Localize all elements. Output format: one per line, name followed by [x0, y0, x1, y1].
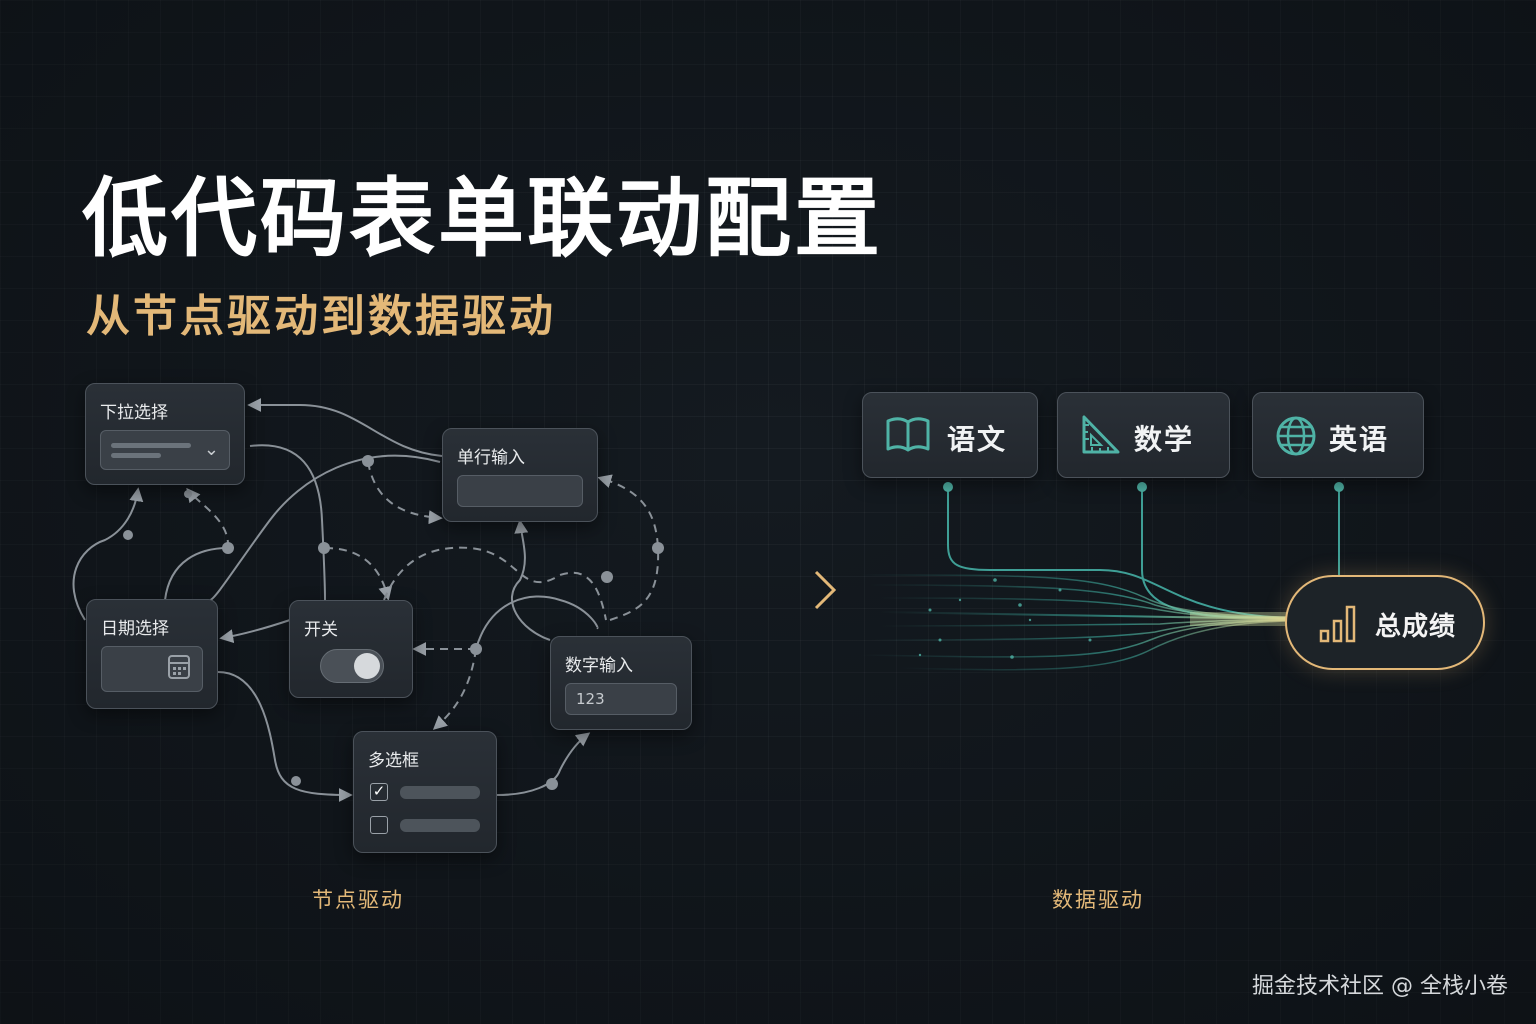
wire	[249, 444, 326, 601]
dropdown-select[interactable]: ⌄	[100, 430, 230, 470]
total-score[interactable]: 总成绩	[1285, 575, 1485, 670]
bar-chart-icon	[1319, 605, 1356, 643]
chevron-down-icon: ⌄	[203, 439, 219, 460]
node-multi-select[interactable]: 多选框 ✓	[353, 731, 497, 853]
option-bar	[400, 819, 480, 832]
calendar-icon	[168, 655, 190, 679]
node-dropdown[interactable]: 下拉选择 ⌄	[85, 383, 245, 485]
subject-math[interactable]: 数学	[1057, 392, 1230, 478]
wire	[219, 619, 291, 644]
wire-joint	[123, 530, 133, 540]
wire-joint	[318, 542, 330, 554]
caption-node-driven: 节点驱动	[312, 888, 404, 912]
total-label: 总成绩	[1375, 612, 1457, 642]
globe-icon	[1276, 416, 1316, 456]
wire	[186, 487, 230, 549]
wire	[217, 671, 353, 802]
book-icon	[886, 417, 930, 452]
checkbox-unchecked[interactable]	[370, 816, 388, 834]
number-field[interactable]: 123	[565, 683, 677, 715]
single-line-field[interactable]	[457, 475, 583, 507]
wire	[510, 519, 551, 641]
wire	[164, 547, 229, 601]
wire-joint	[470, 643, 482, 655]
subject-label: 数学	[1134, 423, 1195, 456]
subject-label: 语文	[947, 423, 1008, 456]
subject-label: 英语	[1329, 423, 1390, 456]
wire-joint	[362, 455, 374, 467]
wire-joint	[184, 490, 192, 498]
wire-joint	[601, 571, 613, 583]
wire-joint	[291, 776, 301, 786]
wire-joint	[222, 542, 234, 554]
node-number-label: 数字输入	[565, 656, 633, 676]
wire	[597, 474, 660, 621]
wire	[475, 595, 599, 650]
wire-joint	[546, 778, 558, 790]
toggle-knob	[354, 653, 380, 679]
wire-joint	[652, 542, 664, 554]
node-single-line-input[interactable]: 单行输入	[442, 428, 598, 522]
option-bar	[400, 786, 480, 799]
wire	[324, 547, 393, 601]
node-date-picker[interactable]: 日期选择	[86, 599, 218, 709]
node-switch-label: 开关	[304, 620, 338, 640]
wire	[209, 454, 441, 601]
wire	[496, 732, 591, 796]
page-subtitle: 从节点驱动到数据驱动	[86, 291, 556, 342]
node-number-input[interactable]: 数字输入 123	[550, 636, 692, 730]
node-switch[interactable]: 开关	[289, 600, 413, 698]
page-title: 低代码表单联动配置	[82, 169, 883, 269]
wire	[383, 546, 607, 621]
node-date-label: 日期选择	[101, 619, 169, 639]
watermark: 掘金技术社区 @ 全栈小卷	[1252, 974, 1508, 999]
toggle-switch[interactable]	[320, 649, 384, 683]
wire	[367, 461, 443, 525]
number-value: 123	[576, 690, 605, 708]
caption-data-driven: 数据驱动	[1052, 888, 1144, 912]
wire	[432, 648, 477, 730]
ruler-triangle-icon	[1082, 415, 1120, 454]
checkbox-checked[interactable]: ✓	[370, 783, 388, 801]
date-field[interactable]	[101, 646, 203, 692]
wire	[72, 487, 144, 621]
node-dropdown-label: 下拉选择	[100, 403, 168, 423]
subject-chinese[interactable]: 语文	[862, 392, 1038, 478]
wire	[247, 398, 443, 457]
node-single-line-label: 单行输入	[457, 448, 525, 468]
node-multi-select-label: 多选框	[368, 751, 419, 771]
subject-english[interactable]: 英语	[1252, 392, 1424, 478]
data-flow-lines	[859, 482, 1344, 671]
